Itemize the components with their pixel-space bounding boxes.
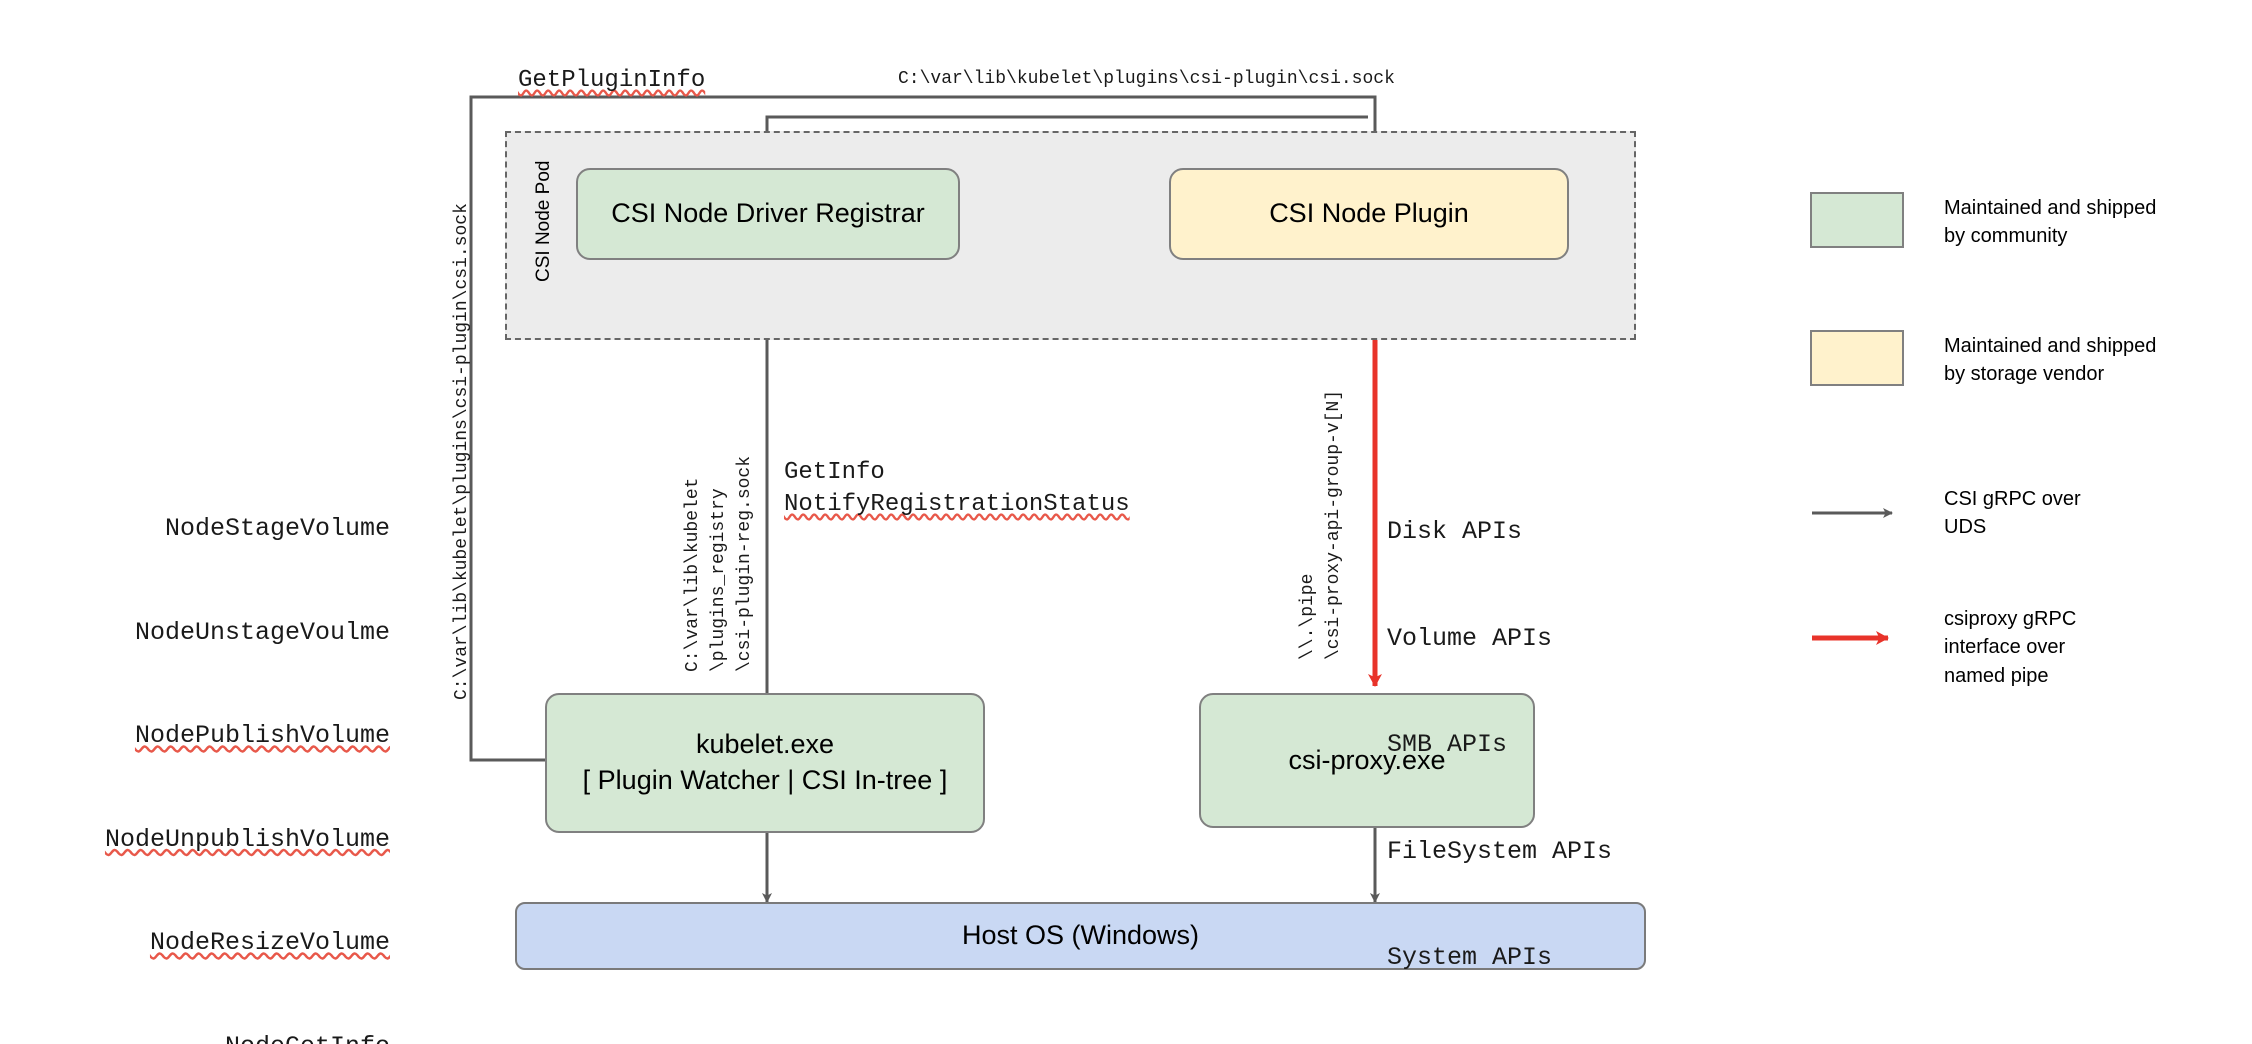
legend-label-vendor: Maintained and shipped by storage vendor — [1944, 335, 2157, 386]
legend-row-vendor: Maintained and shipped by storage vendor — [1810, 330, 2156, 389]
annotation-registry-sock-line-2: \plugins_registry — [709, 488, 729, 672]
node-kubelet-exe[interactable]: kubelet.exe [ Plugin Watcher | CSI In-tr… — [545, 693, 985, 833]
gray-arrow-icon — [1810, 485, 1904, 541]
annotation-named-pipe-line-1: \\.\pipe — [1298, 573, 1318, 660]
node-rpc-item: NodeUnpublishVolume — [104, 824, 390, 854]
legend-label-csiproxy-grpc: csiproxy gRPC interface over named pipe — [1944, 608, 2077, 687]
annotation-named-pipe-line-2: \csi-proxy-api-group-v[N] — [1324, 389, 1344, 660]
node-host-os[interactable]: Host OS (Windows) — [515, 902, 1646, 970]
kubelet-line-2: [ Plugin Watcher | CSI In-tree ] — [582, 765, 948, 795]
red-arrow-icon — [1810, 605, 1904, 661]
kubelet-line-1: kubelet.exe — [695, 729, 835, 760]
node-csi-node-driver-registrar[interactable]: CSI Node Driver Registrar — [576, 168, 960, 260]
proxy-api-item: System APIs — [1387, 943, 1553, 972]
node-csi-node-plugin[interactable]: CSI Node Plugin — [1169, 168, 1569, 260]
csi-node-pod-label: CSI Node Pod — [533, 160, 554, 282]
proxy-api-item: FileSystem APIs — [1387, 836, 1613, 866]
proxy-api-item: Disk APIs — [1387, 517, 1523, 546]
legend-row-csiproxy-grpc: csiproxy gRPC interface over named pipe — [1810, 605, 2076, 690]
annotation-registry-sock-line-1: C:\var\lib\kubelet — [683, 477, 703, 672]
annotation-registry-sock-line-3: \csi-plugin-reg.sock — [735, 455, 755, 672]
legend-row-community: Maintained and shipped by community — [1810, 192, 2156, 251]
annotation-getplugininfo: GetPluginInfo — [518, 67, 706, 94]
node-rpc-item: NodeResizeVolume — [149, 928, 390, 957]
csi-proxy-api-list: Disk APIs Volume APIs SMB APIs FileSyste… — [1387, 443, 1687, 1044]
node-rpc-item: NodePublishVolume — [134, 721, 390, 750]
node-rpc-item: NodeGetInfo — [60, 1030, 390, 1044]
legend-label-community: Maintained and shipped by community — [1944, 197, 2157, 248]
annotation-notifyregistrationstatus: NotifyRegistrationStatus — [784, 491, 1130, 518]
annotation-csi-sock-path-top: C:\var\lib\kubelet\plugins\csi-plugin\cs… — [898, 69, 1395, 89]
node-rpc-item: NodeUnstageVoulme — [134, 617, 390, 647]
legend-row-csi-grpc: CSI gRPC over UDS — [1810, 485, 2081, 542]
annotation-getinfo: GetInfo — [784, 459, 885, 486]
annotation-csi-sock-path-vertical: C:\var\lib\kubelet\plugins\csi-plugin\cs… — [452, 203, 472, 700]
node-rpc-list: NodeStageVolume NodeUnstageVoulme NodePu… — [60, 443, 390, 1044]
yellow-swatch-icon — [1810, 330, 1904, 386]
green-swatch-icon — [1810, 192, 1904, 248]
node-rpc-item: NodeStageVolume — [164, 514, 390, 543]
proxy-api-item: Volume APIs — [1387, 623, 1553, 653]
proxy-api-item: SMB APIs — [1387, 730, 1508, 759]
legend-label-csi-grpc: CSI gRPC over UDS — [1944, 488, 2081, 539]
